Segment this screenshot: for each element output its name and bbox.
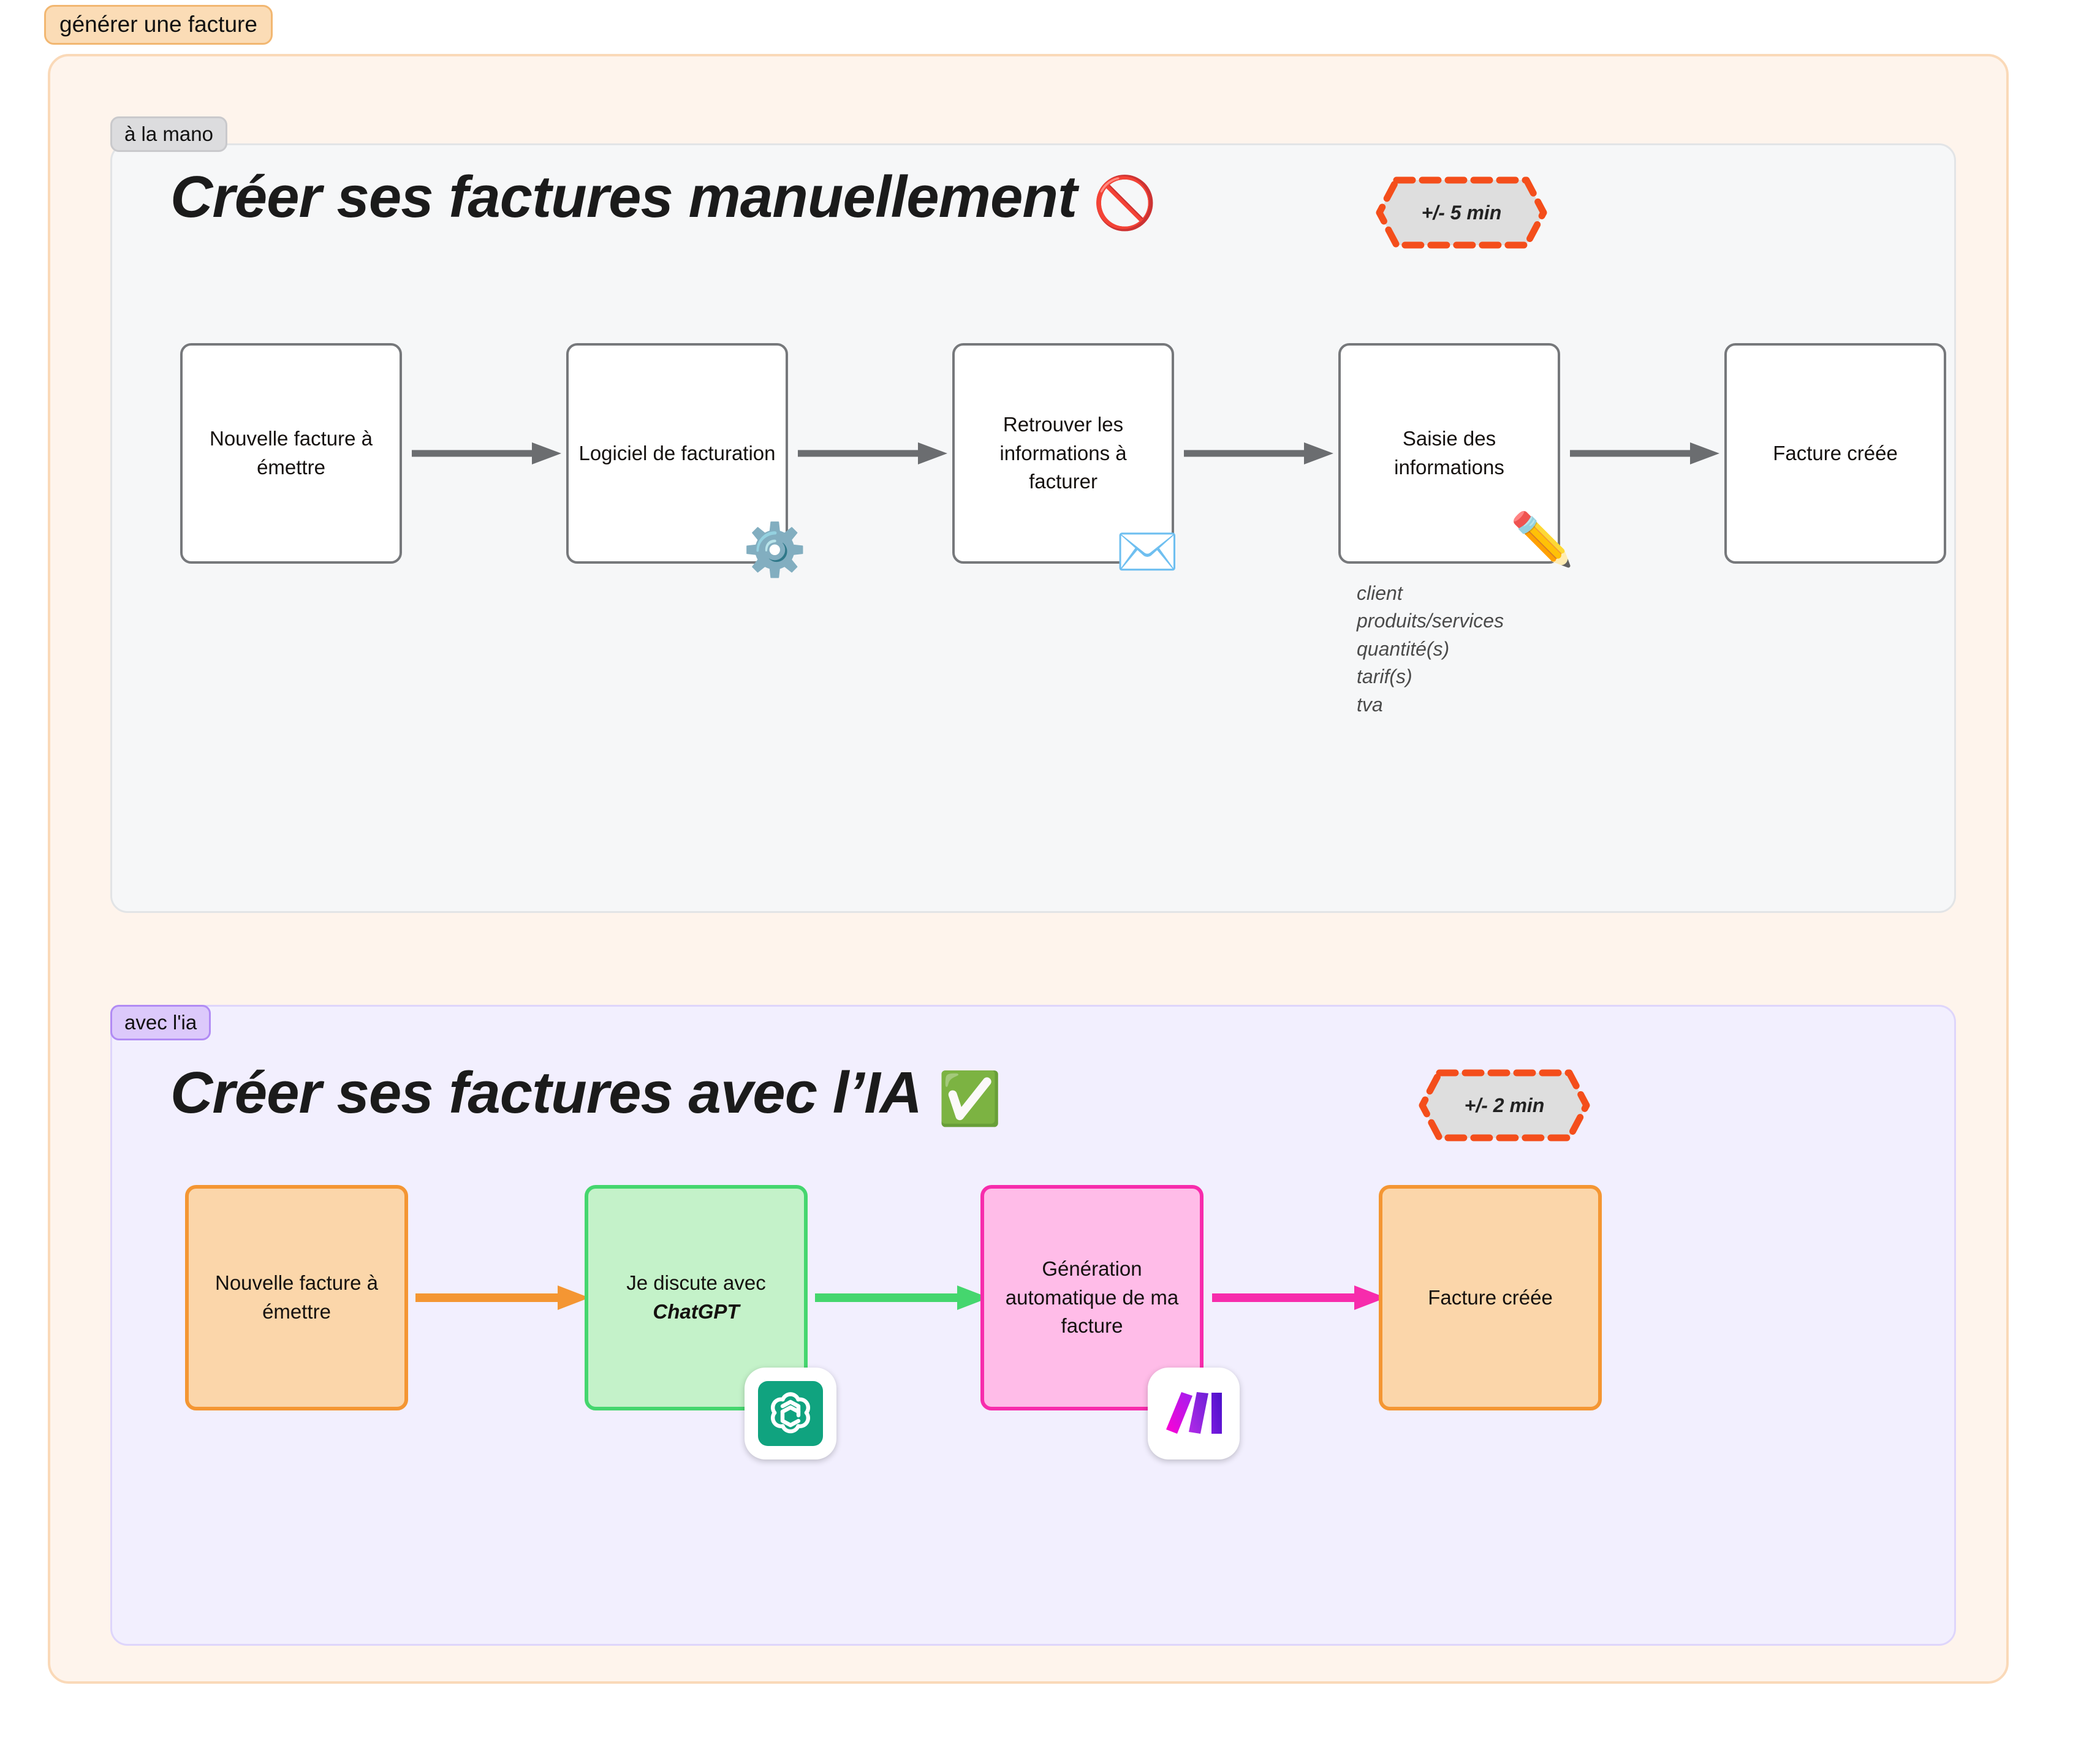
note-item: tva (1357, 693, 1383, 716)
note-item: produits/services (1357, 610, 1504, 632)
node-label: Facture créée (1428, 1285, 1553, 1309)
gear-icon: ⚙️ (743, 521, 807, 578)
node-facture-creee-ai[interactable]: Facture créée (1379, 1185, 1602, 1410)
node-nouvelle-facture-manual[interactable]: Nouvelle facture à émettre (180, 343, 402, 564)
section-ai-heading: Créer ses factures avec l’IA✅ (170, 1064, 1002, 1127)
node-label: Génération automatique de ma facture (1005, 1257, 1179, 1338)
arrow-ai-2 (815, 1285, 993, 1310)
envelope-icon: ✉️ (1115, 523, 1180, 580)
arrow-manual-4 (1570, 441, 1724, 466)
make-logo (1148, 1368, 1240, 1459)
time-badge-manual: +/- 5 min (1376, 176, 1547, 249)
arrow-ai-3 (1212, 1285, 1390, 1310)
node-facture-creee-manual[interactable]: Facture créée (1724, 343, 1946, 564)
note-item: quantité(s) (1357, 637, 1450, 660)
node-label: Facture créée (1773, 441, 1898, 464)
prohibited-icon: 🚫 (1093, 174, 1157, 232)
node-label: Nouvelle facture à émettre (210, 427, 373, 479)
arrow-ai-1 (415, 1285, 593, 1310)
node-label-line1: Je discute avec (626, 1271, 766, 1295)
arrow-manual-2 (798, 441, 952, 466)
node-nouvelle-facture-ai[interactable]: Nouvelle facture à émettre (185, 1185, 408, 1410)
check-mark-button-icon: ✅ (938, 1070, 1002, 1127)
node-logiciel-facturation[interactable]: Logiciel de facturation (566, 343, 788, 564)
arrow-manual-3 (1184, 441, 1338, 466)
saisie-informations-notes: client produits/services quantité(s) tar… (1357, 580, 1504, 719)
node-label: Saisie des informations (1394, 427, 1504, 479)
chatgpt-logo (745, 1368, 836, 1459)
node-label: Logiciel de facturation (578, 441, 776, 464)
outer-group-tag: générer une facture (44, 5, 273, 45)
time-badge-ai: +/- 2 min (1419, 1069, 1590, 1141)
note-item: tarif(s) (1357, 665, 1412, 688)
node-label: Je discute avec ChatGPT (616, 1269, 775, 1327)
section-tag-a-la-mano: à la mano (110, 116, 227, 152)
time-badge-manual-label: +/- 5 min (1421, 201, 1502, 224)
node-saisie-informations[interactable]: Saisie des informations (1338, 343, 1560, 564)
node-label: Nouvelle facture à émettre (215, 1271, 378, 1323)
node-label: Retrouver les informations à facturer (999, 412, 1127, 493)
node-je-discute-avec-chatgpt[interactable]: Je discute avec ChatGPT (585, 1185, 808, 1410)
pencil-icon: ✏️ (1510, 510, 1574, 568)
section-tag-avec-l-ia: avec l'ia (110, 1005, 211, 1040)
note-item: client (1357, 582, 1403, 604)
section-ai-heading-text: Créer ses factures avec l’IA (170, 1060, 922, 1126)
section-manual-heading-text: Créer ses factures manuellement (170, 164, 1077, 230)
node-retrouver-informations[interactable]: Retrouver les informations à facturer (952, 343, 1174, 564)
arrow-manual-1 (412, 441, 566, 466)
time-badge-ai-label: +/- 2 min (1464, 1094, 1545, 1116)
node-label-chatgpt: ChatGPT (653, 1300, 740, 1323)
section-manual-heading: Créer ses factures manuellement🚫 (170, 168, 1157, 232)
